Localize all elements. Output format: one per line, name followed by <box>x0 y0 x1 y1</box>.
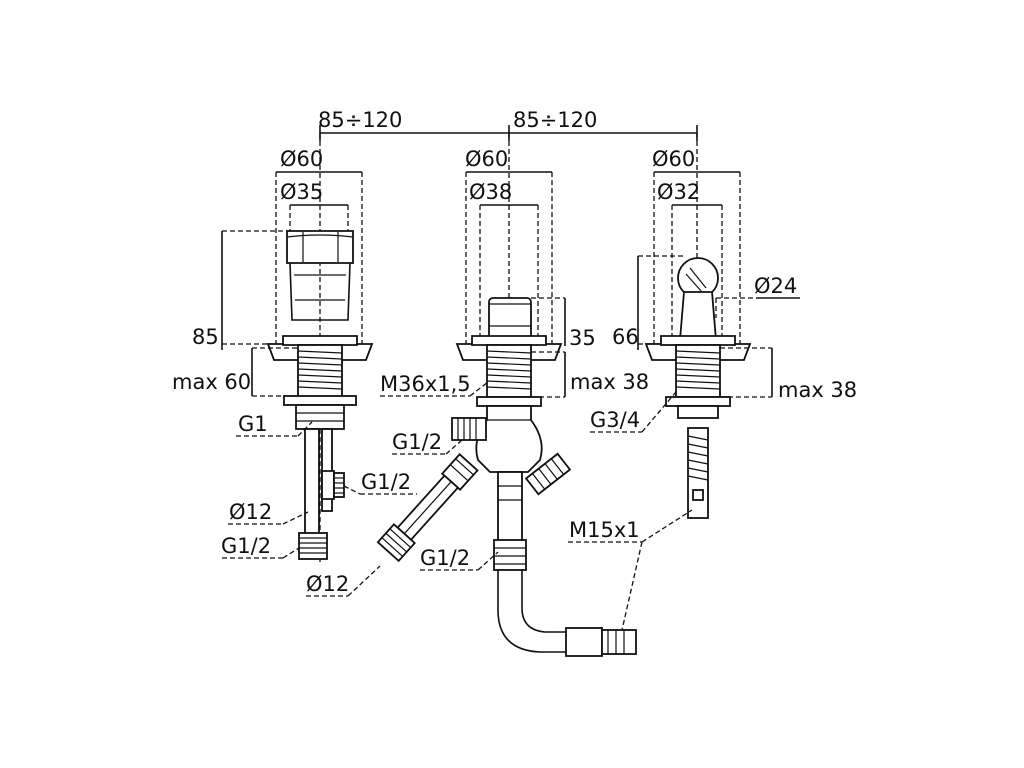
center-hose-dia-label: Ø12 <box>306 572 349 596</box>
right-thread-label: G3/4 <box>590 408 640 432</box>
center-top-conn-label: G1/2 <box>392 430 442 454</box>
center-outer-dia-label: Ø60 <box>465 147 508 171</box>
left-outer-dia-label: Ø60 <box>280 147 323 171</box>
center-thread-label: M36x1,5 <box>380 372 471 396</box>
left-inner-dia-label: Ø35 <box>280 180 323 204</box>
center-thread-lines <box>486 350 532 390</box>
right-inner-dia-label: Ø32 <box>657 180 700 204</box>
right-hose-thread-label: M15x1 <box>569 518 640 542</box>
spacing-left-label: 85÷120 <box>318 108 402 132</box>
right-max-label: max 38 <box>778 378 857 402</box>
center-height-label: 35 <box>569 326 596 350</box>
left-valve: Ø60 Ø35 85 <box>172 147 417 560</box>
spacing-right-label: 85÷120 <box>513 108 597 132</box>
right-hose-thread-lines <box>687 435 709 481</box>
left-thread-lines <box>297 350 343 390</box>
left-height-label: 85 <box>192 325 219 349</box>
left-hose-dia-label: Ø12 <box>229 500 272 524</box>
left-thread-label: G1 <box>238 412 268 436</box>
right-thread-lines <box>675 350 721 390</box>
center-max-label: max 38 <box>570 370 649 394</box>
left-side-conn-label: G1/2 <box>361 470 411 494</box>
spacing-dimensions: 85÷120 85÷120 <box>318 108 698 141</box>
right-height-label: 66 <box>612 325 639 349</box>
center-spout: Ø60 Ø38 35 M36x1,5 <box>306 147 649 657</box>
center-bottom-conn-label: G1/2 <box>420 546 470 570</box>
center-inner-dia-label: Ø38 <box>469 180 512 204</box>
left-bottom-conn-label: G1/2 <box>221 534 271 558</box>
left-max-label: max 60 <box>172 370 251 394</box>
right-outer-dia-label: Ø60 <box>652 147 695 171</box>
right-valve: Ø60 Ø32 Ø24 66 <box>568 147 857 631</box>
right-spout-dia-label: Ø24 <box>754 274 797 298</box>
